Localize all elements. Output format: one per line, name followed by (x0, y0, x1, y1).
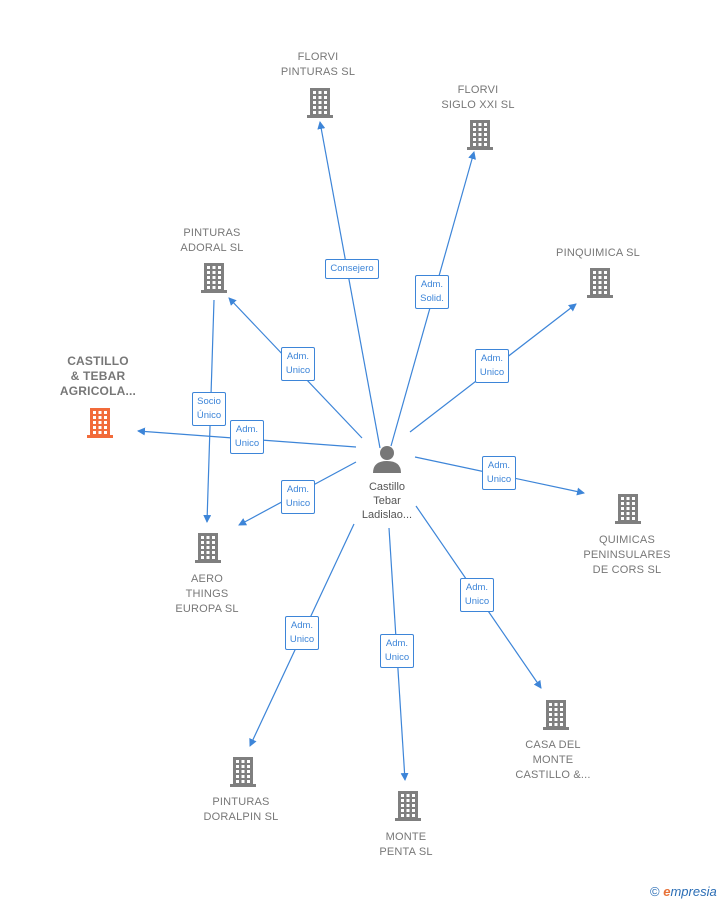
edge-label[interactable]: Adm. Unico (459, 578, 495, 612)
edge-label[interactable]: Adm. Unico (280, 480, 316, 514)
person-label[interactable]: Castillo Tebar Ladislao... (361, 481, 413, 521)
edge-label[interactable]: Adm. Unico (280, 347, 316, 381)
building-icon[interactable] (615, 494, 641, 524)
company-label-casa-del-monte[interactable]: CASA DEL MONTE CASTILLO &... (515, 739, 591, 781)
building-icon[interactable] (307, 88, 333, 118)
edge-label[interactable]: Adm. Unico (229, 420, 265, 454)
company-label-castillo-tebar[interactable]: CASTILLO & TEBAR AGRICOLA... (59, 354, 137, 398)
company-label-monte-penta[interactable]: MONTE PENTA SL (379, 831, 433, 858)
copyright-icon: © (650, 884, 660, 899)
edges-layer (137, 121, 585, 781)
building-icon[interactable] (395, 791, 421, 821)
building-icon[interactable] (87, 408, 113, 438)
company-label-aero-things[interactable]: AERO THINGS EUROPA SL (175, 573, 239, 615)
edge-label[interactable]: Adm. Unico (379, 634, 415, 668)
edge-label[interactable]: Socio Único (191, 392, 227, 426)
empresia-logo[interactable]: © empresia (650, 884, 717, 899)
building-icon[interactable] (195, 533, 221, 563)
edge-label[interactable]: Adm. Solid. (415, 275, 449, 309)
building-icon[interactable] (467, 120, 493, 150)
building-icon[interactable] (201, 263, 227, 293)
company-label-pinturas-adoral[interactable]: PINTURAS ADORAL SL (180, 227, 244, 254)
edge-label[interactable]: Consejero (325, 259, 379, 279)
building-icon[interactable] (543, 700, 569, 730)
edge-label[interactable]: Adm. Unico (474, 349, 510, 383)
icons-layer (87, 88, 641, 821)
person-icon[interactable] (373, 446, 401, 473)
edge-florvi-pinturas (317, 121, 381, 449)
company-label-florvi-pinturas[interactable]: FLORVI PINTURAS SL (280, 51, 356, 78)
company-label-pinturas-doralpin[interactable]: PINTURAS DORALPIN SL (203, 796, 279, 823)
company-label-pinquimica[interactable]: PINQUIMICA SL (556, 247, 640, 259)
building-icon[interactable] (587, 268, 613, 298)
edge-label[interactable]: Adm. Unico (284, 616, 320, 650)
edge-label[interactable]: Adm. Unico (481, 456, 517, 490)
building-icon[interactable] (230, 757, 256, 787)
company-label-florvi-siglo[interactable]: FLORVI SIGLO XXI SL (441, 84, 515, 111)
brand-initial: e (663, 884, 671, 899)
company-label-quimicas[interactable]: QUIMICAS PENINSULARES DE CORS SL (583, 534, 671, 576)
brand-name: mpresia (670, 884, 717, 899)
